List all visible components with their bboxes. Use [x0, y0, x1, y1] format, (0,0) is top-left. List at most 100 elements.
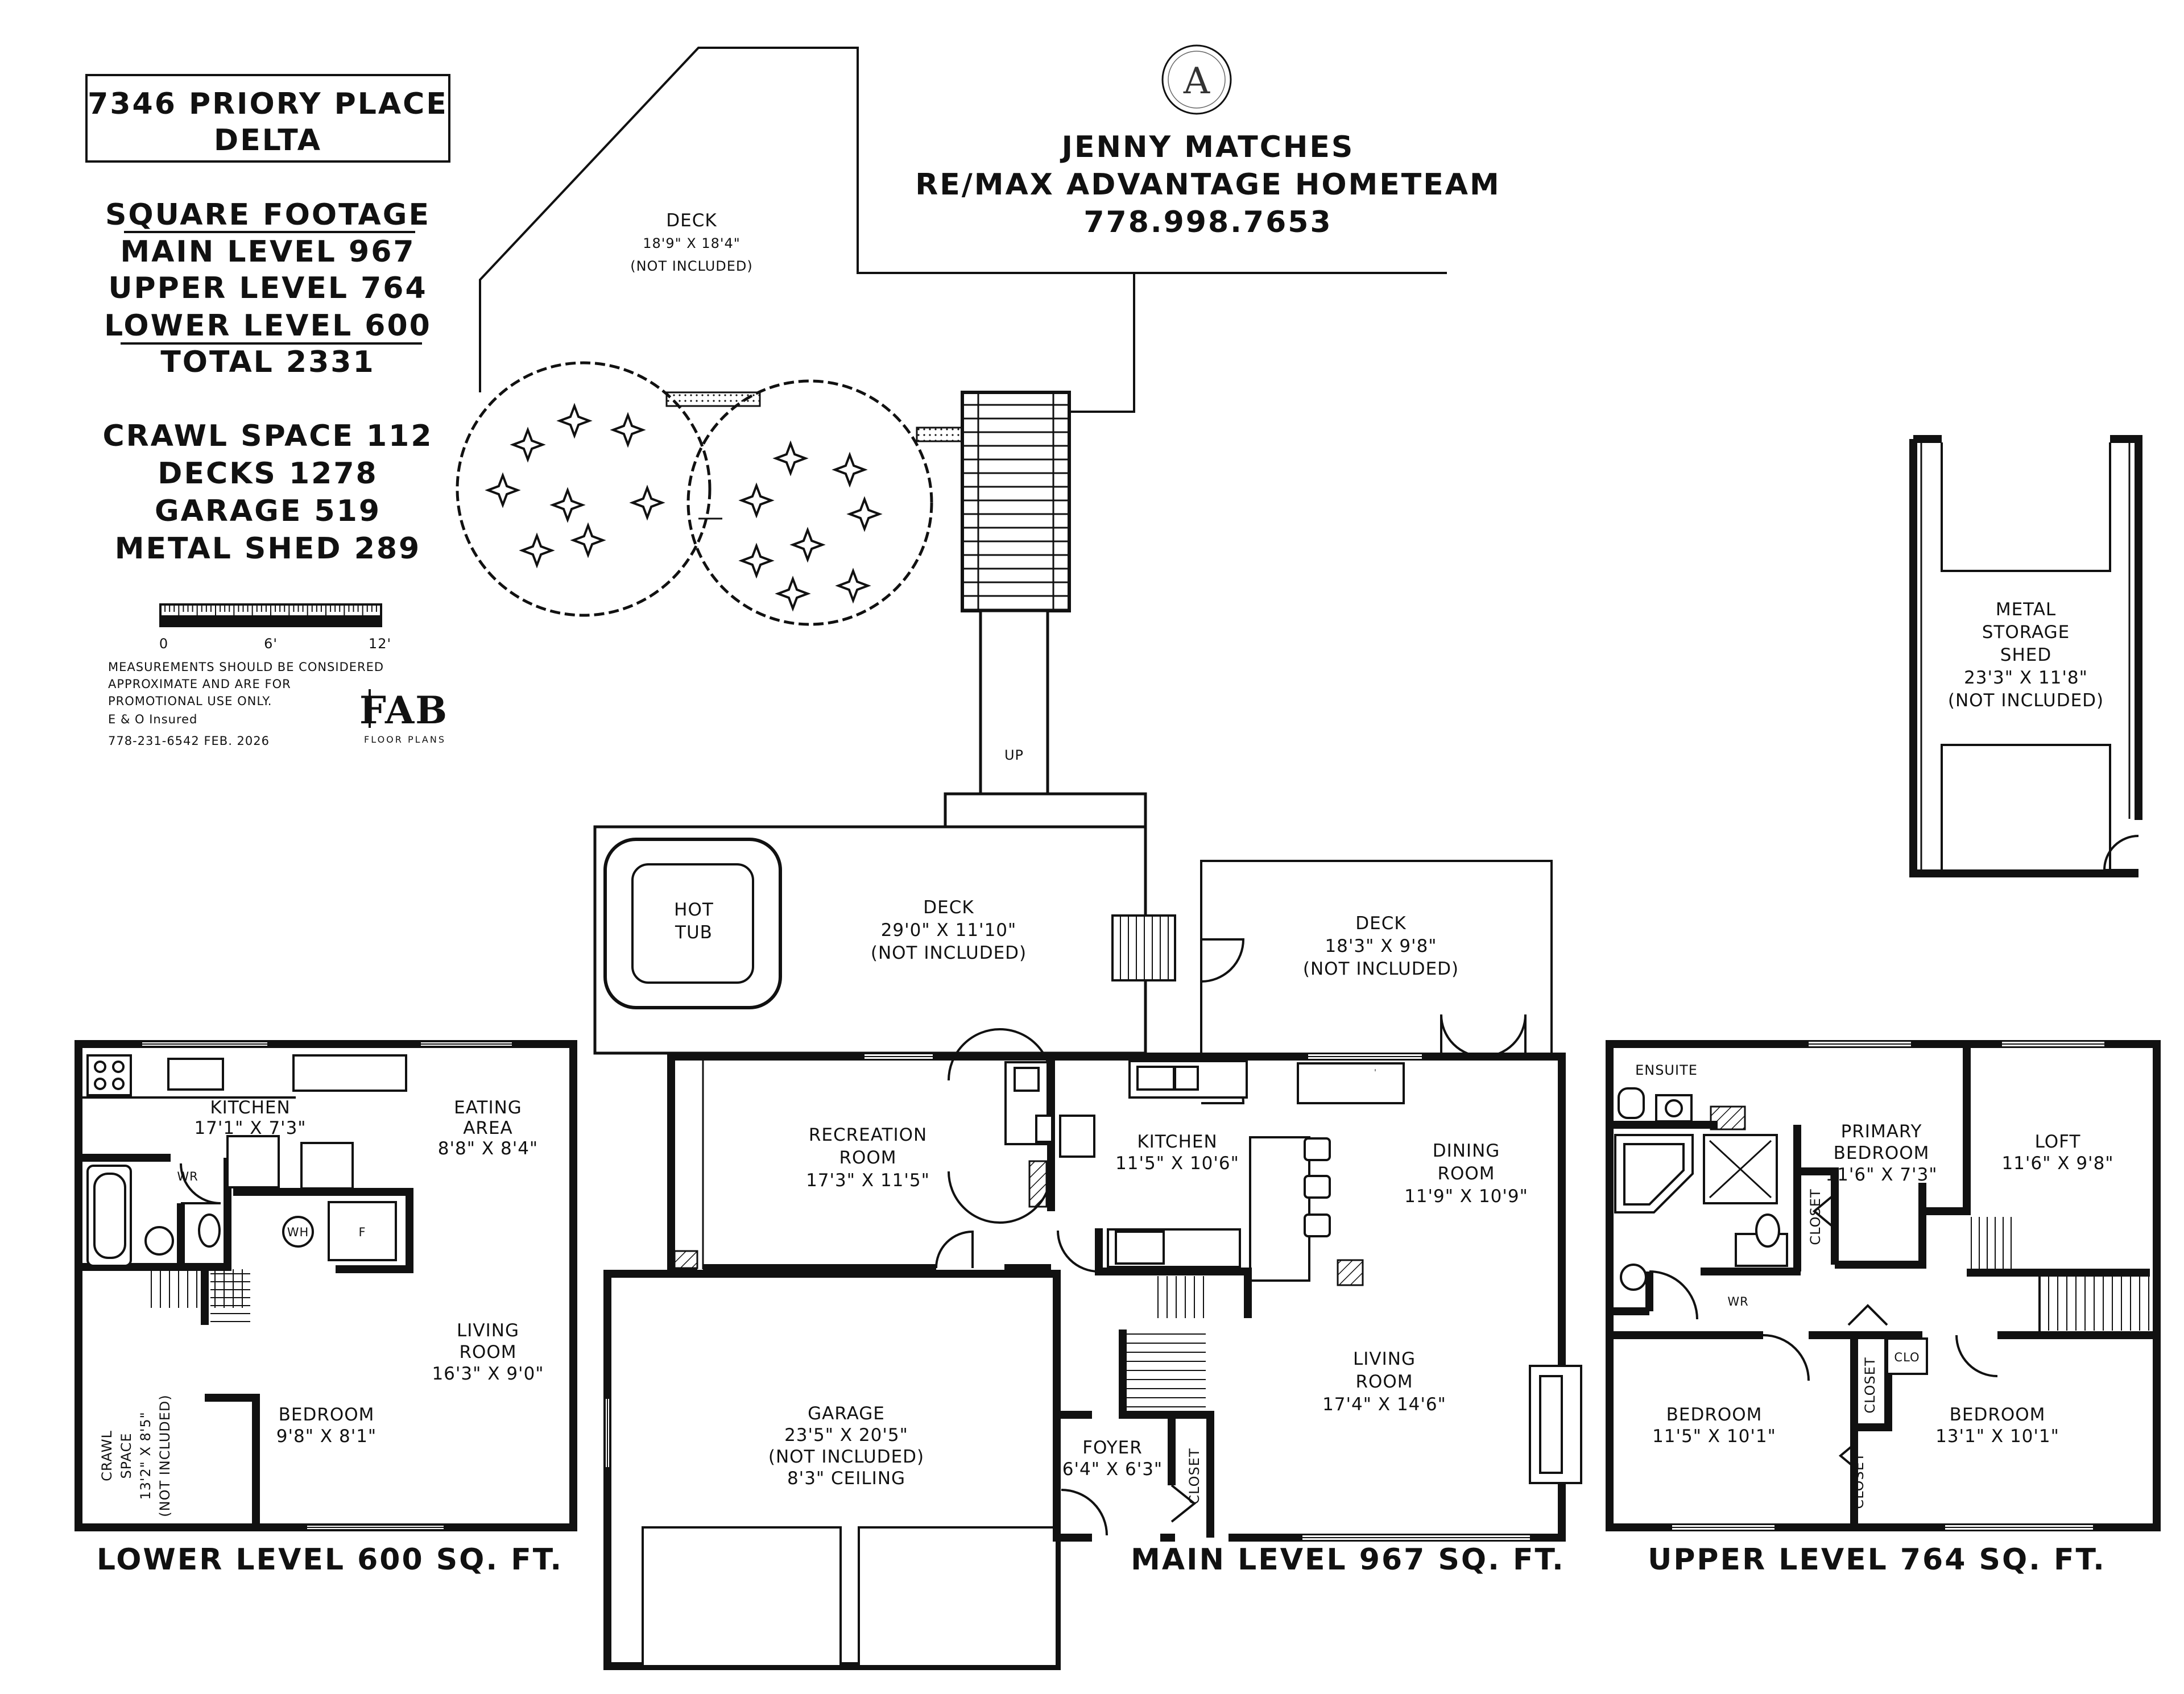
dining-line-2: ROOM [1437, 1163, 1495, 1184]
upper-deck: DECK 18'9" X 18'4" (NOT INCLUDED) [479, 47, 1447, 413]
agent-phone: 778.998.7653 [1083, 205, 1332, 239]
hot-tub-deck: HOT TUB DECK 29'0" X 11'10" (NOT INCLUDE… [593, 825, 1176, 1055]
leaf-icon [835, 568, 871, 604]
water-heater-label: WH [287, 1225, 309, 1239]
lower-living-size: 16'3" X 9'0" [432, 1364, 544, 1384]
leaf-icon [556, 403, 593, 439]
main-deck-name: DECK [1355, 913, 1406, 934]
crawl-space-line-2: SPACE [118, 1432, 134, 1478]
logo-wordmark: FAB [359, 688, 448, 732]
hot-tub-label-2: TUB [675, 922, 713, 943]
disclaimer-line-1: MEASUREMENTS SHOULD BE CONSIDERED [108, 660, 384, 674]
main-level-sqft: MAIN LEVEL 967 [120, 235, 415, 269]
upper-level-caption: UPPER LEVEL 764 SQ. FT. [1648, 1543, 2106, 1577]
upper-deck-size: 18'9" X 18'4" [643, 235, 741, 251]
upper-level-sqft: UPPER LEVEL 764 [108, 271, 427, 305]
lower-bedroom-size: 9'8" X 8'1" [276, 1426, 377, 1447]
lower-kitchen-size: 17'1" X 7'3" [194, 1118, 306, 1138]
garage-sqft: GARAGE 519 [155, 494, 381, 528]
loft-size: 11'6" X 9'8" [2001, 1153, 2113, 1174]
upper-deck-note: (NOT INCLUDED) [630, 258, 753, 274]
main-deck: DECK 18'3" X 9'8" (NOT INCLUDED) [1200, 860, 1553, 1053]
lower-level-plan: WR WH F KITCHEN 17'1" X 7'3" EATING AREA… [75, 1040, 577, 1577]
primary-size: 11'6" X 7'3" [1825, 1165, 1937, 1185]
lower-kitchen-name: KITCHEN [210, 1097, 290, 1118]
lower-living-line-2: ROOM [459, 1342, 516, 1362]
leaf-icon [485, 472, 521, 508]
main-level-plan: GARAGE 23'5" X 20'5" (NOT INCLUDED) 8'3"… [603, 1014, 1582, 1670]
lower-bedroom-name: BEDROOM [279, 1405, 375, 1425]
leaf-icon [738, 482, 775, 519]
svg-text:A: A [1183, 60, 1210, 102]
furnace-label: F [358, 1225, 366, 1239]
leaf-icon [772, 440, 809, 477]
logo-subtitle: FLOOR PLANS [364, 734, 446, 745]
leaf-icon [789, 527, 826, 563]
contact-date: 778-231-6542 FEB. 2026 [108, 734, 270, 748]
shed-note: (NOT INCLUDED) [1948, 690, 2104, 711]
upper-bedroom-left-size: 11'5" X 10'1" [1652, 1426, 1776, 1447]
metal-shed-sqft: METAL SHED 289 [115, 532, 421, 566]
primary-line-1: PRIMARY [1841, 1121, 1922, 1142]
scale-tick-12: 12' [369, 636, 391, 652]
shed-line-2: STORAGE [1982, 622, 2070, 643]
leaf-icon [832, 452, 868, 488]
lower-living-line-1: LIVING [457, 1320, 519, 1341]
upper-wr-label: WR [1727, 1295, 1748, 1308]
primary-closet-label: CLOSET [1807, 1188, 1823, 1245]
dining-size: 11'9" X 10'9" [1404, 1186, 1528, 1207]
leaf-icon [629, 484, 665, 521]
clo-label: CLO [1894, 1351, 1920, 1364]
main-kitchen-name: KITCHEN [1137, 1132, 1217, 1152]
crawl-space-sqft: CRAWL SPACE 112 [102, 419, 433, 453]
disclaimer-line-2: APPROXIMATE AND ARE FOR [108, 677, 291, 691]
square-footage-title: SQUARE FOOTAGE [105, 198, 431, 232]
address-box: 7346 PRIORY PLACE DELTA [85, 74, 450, 163]
leaf-icon [846, 496, 883, 532]
lower-level-sqft: LOWER LEVEL 600 [104, 309, 432, 343]
garage-ceiling: 8'3" CEILING [787, 1468, 905, 1489]
leaf-icon [519, 532, 555, 569]
ensuite-label: ENSUITE [1635, 1062, 1698, 1078]
main-living-line-1: LIVING [1353, 1349, 1416, 1369]
main-deck-note: (NOT INCLUDED) [1303, 959, 1459, 979]
shed-size: 23'3" X 11'8" [1964, 668, 2088, 688]
scale-tick-6: 6' [264, 636, 278, 652]
main-living-line-2: ROOM [1355, 1372, 1413, 1392]
address-line-1: 7346 PRIORY PLACE [88, 87, 448, 121]
leaf-icon [738, 542, 775, 579]
garage-size: 23'5" X 20'5" [784, 1425, 908, 1446]
lower-wr-label: WR [177, 1170, 198, 1183]
leaf-icon [610, 412, 646, 448]
main-deck-size: 18'3" X 9'8" [1325, 936, 1437, 956]
hot-tub-deck-note: (NOT INCLUDED) [871, 943, 1027, 963]
upper-bedroom-left-name: BEDROOM [1666, 1405, 1763, 1425]
recreation-size: 17'3" X 11'5" [806, 1170, 930, 1191]
insured-note: E & O Insured [108, 713, 197, 726]
eating-area-line-2: AREA [463, 1118, 513, 1138]
trees [456, 361, 963, 626]
loft-name: LOFT [2035, 1132, 2081, 1152]
foyer-size: 6'4" X 6'3" [1062, 1459, 1163, 1480]
hall-closet-label: CLOSET [1862, 1357, 1878, 1413]
leaf-icon [549, 487, 586, 523]
primary-line-2: BEDROOM [1834, 1143, 1930, 1163]
bedroom-closet-label: CLOSET [1851, 1452, 1867, 1509]
total-sqft: TOTAL 2331 [160, 345, 375, 379]
agent-block: A JENNY MATCHES RE/MAX ADVANTAGE HOMETEA… [915, 44, 1501, 239]
leaf-icon [510, 426, 546, 463]
brokerage-name: RE/MAX ADVANTAGE HOMETEAM [915, 168, 1501, 202]
advantage-logo-seal: A [1161, 44, 1232, 115]
eating-area-size: 8'8" X 8'4" [438, 1138, 538, 1159]
recreation-line-2: ROOM [839, 1148, 896, 1168]
hot-tub-deck-name: DECK [923, 897, 974, 918]
upper-deck-name: DECK [666, 210, 717, 231]
upper-level-plan: WR ENSUITE CLOSET CLO CLOSET CLOSET [1606, 1040, 2161, 1577]
foyer-name: FOYER [1082, 1438, 1143, 1458]
main-living-size: 17'4" X 14'6" [1322, 1394, 1446, 1415]
leaf-icon [570, 522, 606, 558]
agent-name: JENNY MATCHES [1060, 130, 1355, 164]
crawl-space-line-1: CRAWL [99, 1430, 115, 1481]
square-footage-summary: SQUARE FOOTAGE MAIN LEVEL 967 UPPER LEVE… [102, 198, 433, 566]
